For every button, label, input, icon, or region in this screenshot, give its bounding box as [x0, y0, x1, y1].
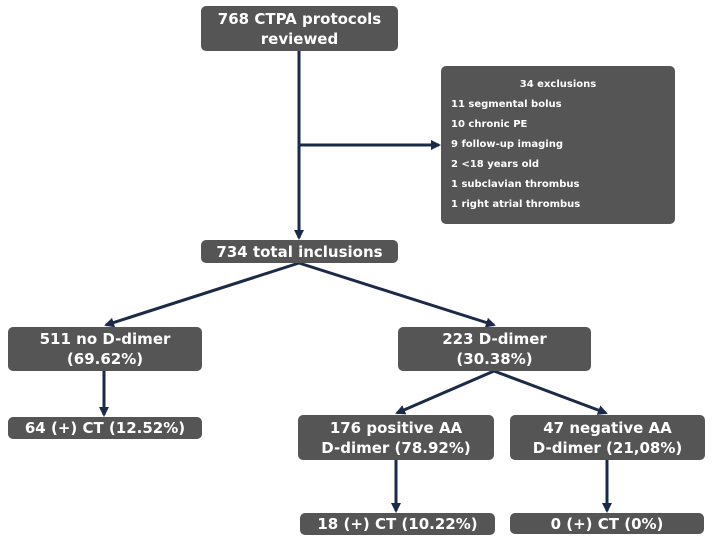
positive-aa-line2: D-dimer (78.92%)	[321, 438, 471, 457]
no-ddimer-line1: 511 no D-dimer	[39, 330, 171, 348]
negative-aa-node: 47 negative AA D-dimer (21,08%)	[510, 415, 705, 460]
exclusion-item: 2 <18 years old	[451, 159, 540, 170]
negative-aa-line2: D-dimer (21,08%)	[532, 438, 683, 457]
exclusion-item: 1 right atrial thrombus	[451, 199, 581, 210]
arrow-ddimer-to-negative	[493, 369, 608, 415]
no-ddimer-line2: (69.62%)	[66, 350, 144, 368]
no-ddimer-ct-label: 64 (+) CT (12.52%)	[24, 419, 186, 437]
ddimer-line1: 223 D-dimer	[442, 330, 547, 348]
root-line1: 768 CTPA protocols	[217, 9, 382, 28]
total-inclusions-label: 734 total inclusions	[216, 242, 383, 261]
positive-aa-line1: 176 positive AA	[329, 418, 463, 437]
arrow-total-to-no-ddimer	[104, 261, 300, 328]
arrow-total-to-ddimer	[298, 261, 496, 328]
root-line2: reviewed	[260, 29, 339, 48]
arrow-ddimer-to-positive	[395, 369, 495, 415]
ddimer-node: 223 D-dimer (30.38%)	[398, 327, 591, 371]
exclusions-title: 34 exclusions	[519, 79, 597, 90]
negative-ct-node: 0 (+) CT (0%)	[510, 513, 704, 534]
exclusions-node: 34 exclusions 11 segmental bolus 10 chro…	[441, 66, 675, 224]
positive-ct-label: 18 (+) CT (10.22%)	[317, 515, 478, 533]
exclusion-item: 10 chronic PE	[451, 119, 528, 130]
negative-aa-line1: 47 negative AA	[543, 418, 672, 437]
exclusion-item: 11 segmental bolus	[451, 99, 562, 110]
ddimer-line2: (30.38%)	[456, 350, 533, 368]
no-ddimer-ct-node: 64 (+) CT (12.52%)	[8, 417, 202, 439]
negative-ct-label: 0 (+) CT (0%)	[550, 514, 664, 533]
exclusion-item: 9 follow-up imaging	[451, 139, 563, 150]
root-node: 768 CTPA protocols reviewed	[201, 6, 398, 51]
exclusion-item: 1 subclavian thrombus	[451, 179, 580, 190]
no-ddimer-node: 511 no D-dimer (69.62%)	[8, 327, 202, 371]
positive-ct-node: 18 (+) CT (10.22%)	[300, 513, 495, 535]
positive-aa-node: 176 positive AA D-dimer (78.92%)	[298, 415, 494, 460]
total-inclusions-node: 734 total inclusions	[201, 240, 398, 263]
